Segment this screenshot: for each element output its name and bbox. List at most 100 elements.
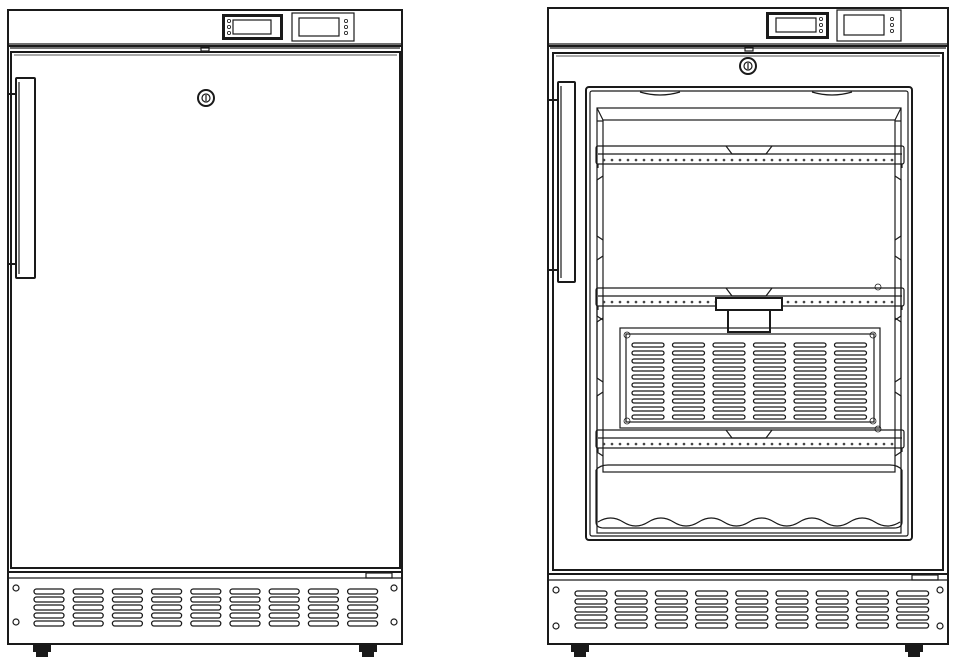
- basket-slot: [833, 342, 868, 348]
- right-door-handle: [547, 81, 576, 283]
- vent-slot: [775, 622, 809, 629]
- vent-slot: [574, 614, 608, 621]
- basket-slot: [833, 406, 868, 412]
- rail-bracket: [596, 317, 604, 383]
- vent-slot: [735, 614, 769, 621]
- basket-slot: [833, 414, 868, 420]
- vent-slot: [111, 612, 144, 619]
- vent-slot: [111, 604, 144, 611]
- basket-slot: [712, 366, 746, 372]
- wire-shelf: [595, 145, 905, 168]
- rail-bracket: [894, 317, 902, 383]
- vent-slot: [33, 588, 65, 595]
- vent-slot: [307, 604, 340, 611]
- vent-slot: [614, 622, 648, 629]
- vent-slot: [614, 598, 648, 605]
- right-controller-display-icon: [766, 12, 829, 39]
- vent-slot: [654, 598, 689, 605]
- basket-slot: [793, 414, 827, 420]
- vent-slot: [574, 606, 608, 613]
- basket-slot: [793, 382, 827, 388]
- vent-slot: [775, 606, 809, 613]
- basket-slot: [833, 382, 868, 388]
- left-door: [10, 51, 401, 569]
- interior-liner: [596, 107, 902, 534]
- basket-slot: [833, 358, 868, 364]
- vent-slot: [190, 604, 222, 611]
- left-kickplate: [7, 571, 403, 645]
- right-leveling-feet: [571, 644, 923, 657]
- basket-slot: [793, 374, 827, 380]
- vent-slot: [346, 620, 379, 627]
- vent-slot: [33, 596, 65, 603]
- basket-slot: [631, 406, 665, 412]
- vent-slot: [694, 622, 729, 629]
- basket-vent-slots: [631, 342, 868, 420]
- basket-slot: [793, 366, 827, 372]
- basket-slot: [631, 382, 665, 388]
- basket-slot: [671, 358, 706, 364]
- vent-slot: [815, 598, 849, 605]
- vent-slot: [307, 620, 340, 627]
- basket-slot: [712, 342, 746, 348]
- vent-slot: [33, 604, 65, 611]
- vent-slot: [735, 606, 769, 613]
- basket-slot: [631, 350, 665, 356]
- vent-slot: [855, 598, 890, 605]
- vent-slot: [574, 598, 608, 605]
- basket-slot: [752, 358, 787, 364]
- vent-slot: [895, 598, 930, 605]
- vent-slot: [150, 612, 183, 619]
- vent-slot: [72, 604, 104, 611]
- bottom-drawer: [595, 464, 903, 529]
- right-thermometer-display-icon: [836, 9, 902, 42]
- vent-slot: [268, 588, 300, 595]
- right-kickplate: [547, 573, 949, 645]
- basket-slot: [712, 358, 746, 364]
- basket-slot: [833, 374, 868, 380]
- vent-slot: [574, 622, 608, 629]
- basket-slot: [631, 390, 665, 396]
- vent-slot: [72, 596, 104, 603]
- basket-slot: [752, 342, 787, 348]
- vent-slot: [229, 620, 261, 627]
- left-cabinet: [7, 45, 403, 573]
- vent-slot: [895, 614, 930, 621]
- vent-slot: [735, 598, 769, 605]
- basket-slot: [752, 350, 787, 356]
- basket-slot: [793, 358, 827, 364]
- vent-slot: [190, 620, 222, 627]
- basket-slot: [833, 390, 868, 396]
- basket: [619, 297, 881, 429]
- basket-slot: [712, 398, 746, 404]
- vent-slot: [815, 590, 849, 597]
- vent-slot: [268, 604, 300, 611]
- vent-slot: [614, 606, 648, 613]
- vent-slot: [694, 590, 729, 597]
- left-thermometer-display-icon: [291, 12, 355, 42]
- left-leveling-feet: [33, 644, 377, 657]
- wire-shelf: [595, 425, 905, 452]
- vent-slot: [815, 614, 849, 621]
- basket-slot: [671, 406, 706, 412]
- basket-slot: [671, 342, 706, 348]
- vent-slot: [694, 614, 729, 621]
- vent-slot: [229, 588, 261, 595]
- vent-slot: [190, 596, 222, 603]
- vent-slot: [346, 588, 379, 595]
- basket-slot: [671, 374, 706, 380]
- basket-slot: [752, 382, 787, 388]
- vent-slot: [111, 620, 144, 627]
- basket-slot: [671, 390, 706, 396]
- basket-slot: [631, 342, 665, 348]
- vent-slot: [190, 612, 222, 619]
- rail-bracket: [596, 175, 604, 241]
- shelf-side-rails: [596, 175, 902, 457]
- vent-slot: [654, 606, 689, 613]
- basket-slot: [712, 350, 746, 356]
- vent-slot: [654, 622, 689, 629]
- vent-slot: [735, 622, 769, 629]
- vent-slot: [815, 606, 849, 613]
- basket-slot: [712, 382, 746, 388]
